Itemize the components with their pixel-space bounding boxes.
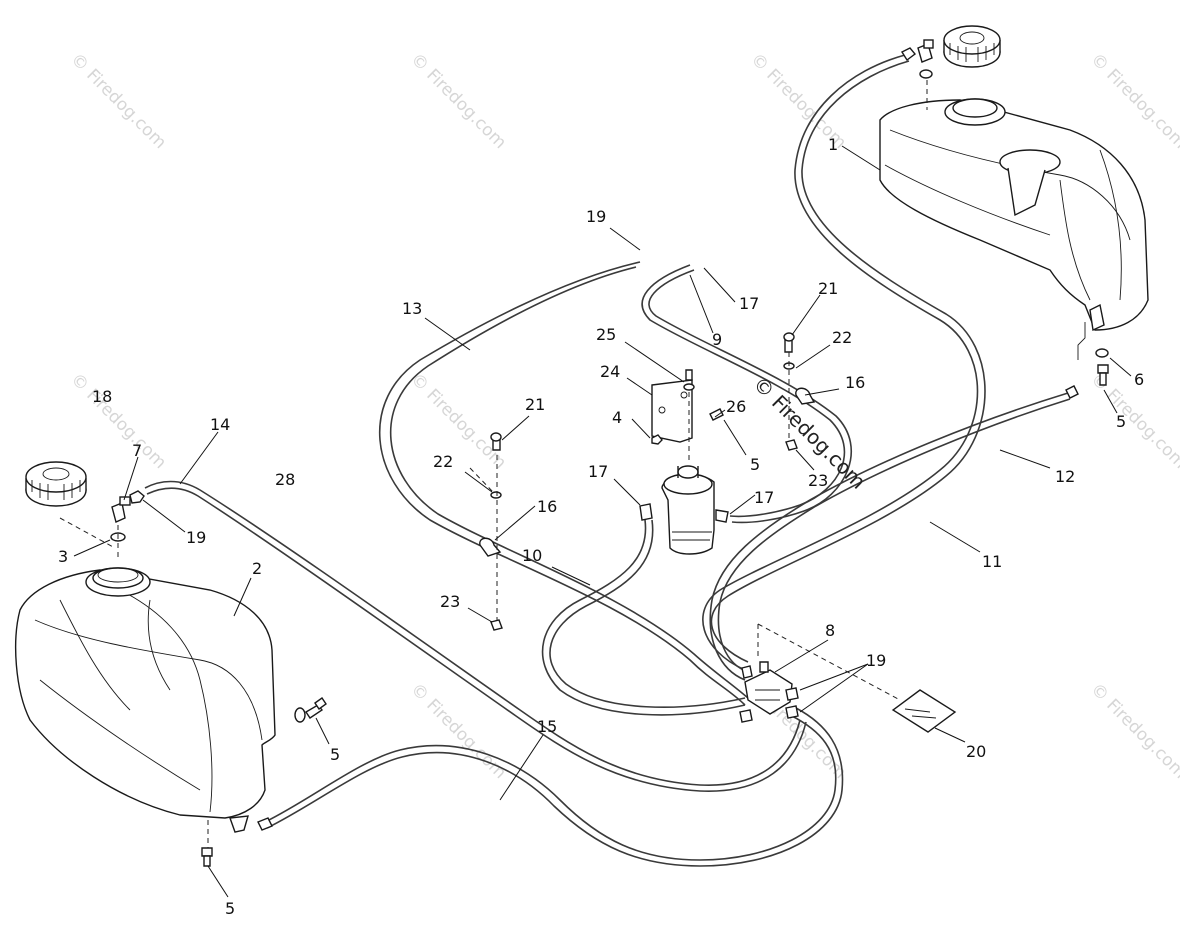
right-fuel-tank (879, 98, 1149, 360)
callout-21: 21 (818, 279, 838, 298)
leader-lines (73, 145, 1132, 898)
hose-10 (541, 519, 746, 716)
valve-manifold (739, 623, 901, 723)
callout-16: 16 (845, 373, 865, 392)
callout-19: 19 (186, 528, 206, 547)
hose-layer (144, 54, 1071, 867)
watermark: © Firedog.com (406, 49, 510, 153)
watermark: © Firedog.com (66, 49, 170, 153)
hose-12-inner (717, 398, 1071, 673)
callout-21: 21 (525, 395, 545, 414)
watermark: © Firedog.com (66, 369, 170, 473)
callout-22: 22 (433, 452, 453, 471)
callout-3: 3 (58, 547, 68, 566)
callout-17: 17 (754, 488, 774, 507)
left-fuel-cap (25, 461, 87, 507)
callout-26: 26 (726, 397, 746, 416)
hose-12 (709, 392, 1069, 681)
callout-17: 17 (588, 462, 608, 481)
callout-23: 23 (440, 592, 460, 611)
hose-11 (702, 54, 979, 671)
callout-18: 18 (92, 387, 112, 406)
watermark: © Firedog.com (1086, 49, 1180, 153)
callout-5: 5 (1116, 412, 1126, 431)
hose-10-inner (549, 519, 746, 708)
callout-4: 4 (612, 408, 622, 427)
hose-13 (378, 261, 746, 706)
callout-23: 23 (808, 471, 828, 490)
callout-22: 22 (832, 328, 852, 347)
left-fuel-tank (14, 567, 276, 833)
right-tank-hardware (900, 39, 1109, 399)
callout-11: 11 (982, 552, 1002, 571)
callout-9: 9 (712, 330, 722, 349)
watermark: © Firedog.com (1086, 679, 1180, 783)
watermark: © Firedog.com (406, 679, 510, 783)
watermark: © Firedog.com (406, 369, 510, 473)
callout-10: 10 (522, 546, 542, 565)
hose-15-inner (266, 707, 844, 867)
filter-bracket-assembly (639, 369, 729, 555)
callout-6: 6 (1134, 370, 1144, 389)
callout-5: 5 (225, 899, 235, 918)
right-fuel-cap (943, 25, 1001, 68)
fuel-label-plate (891, 689, 957, 733)
hose-14 (144, 480, 801, 786)
callout-19: 19 (866, 651, 886, 670)
hose-9 (641, 264, 846, 518)
callout-1: 1 (828, 135, 838, 154)
callout-labels: 1 2 3 4 5 5 5 5 6 7 8 9 10 11 12 13 14 1… (58, 135, 1144, 918)
callout-24: 24 (600, 362, 620, 381)
callout-16: 16 (537, 497, 557, 516)
callout-2: 2 (252, 559, 262, 578)
hose-9-inner (648, 269, 853, 524)
callout-17: 17 (739, 294, 759, 313)
callout-12: 12 (1055, 467, 1075, 486)
callout-20: 20 (966, 742, 986, 761)
hose-15 (264, 714, 837, 861)
callout-14: 14 (210, 415, 230, 434)
assembly-line (59, 517, 116, 549)
callout-5: 5 (330, 745, 340, 764)
left-tank-hardware (110, 490, 327, 867)
callout-8: 8 (825, 621, 835, 640)
callout-5: 5 (750, 455, 760, 474)
hose-11-inner (710, 60, 986, 663)
callout-13: 13 (402, 299, 422, 318)
callout-19: 19 (586, 207, 606, 226)
callout-28: 28 (275, 470, 295, 489)
middle-clamp-hardware (469, 332, 816, 631)
hose-14-inner (146, 487, 807, 792)
hose-13-inner (389, 266, 749, 699)
callout-25: 25 (596, 325, 616, 344)
callout-7: 7 (132, 441, 142, 460)
callout-15: 15 (537, 717, 557, 736)
